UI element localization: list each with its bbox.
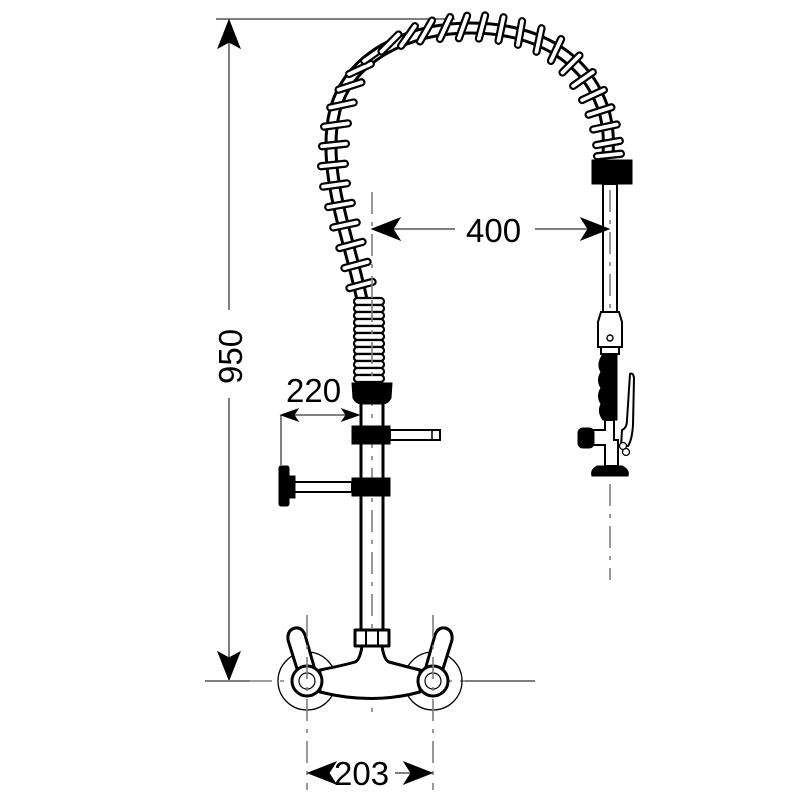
arrow-right-icon [340,408,361,422]
column-riser [278,300,441,720]
upper-bracket-clamp [351,425,391,445]
upper-bracket-arm [389,429,441,441]
left-tap-handle [286,626,317,674]
top-collar [351,382,393,405]
spray-side-knob [577,427,595,449]
arrow-right-icon [402,760,434,786]
height-value: 950 [212,329,249,384]
reach-value: 400 [466,212,521,249]
dimension-400: 400 [370,192,611,300]
mixer-body [277,615,535,790]
lower-wall-arm [292,481,353,493]
spray-nozzle-head [591,465,629,477]
arrow-left-icon [306,760,338,786]
inlet-centers-value: 203 [334,755,389,792]
hex-nut [353,628,391,648]
spray-valve-body [591,419,619,467]
arm-offset-value: 220 [286,372,341,409]
dimension-950: 950 [212,18,455,682]
lower-bracket-clamp [351,477,391,497]
spray-top-block [591,159,633,185]
spray-valve-assembly [577,159,636,580]
arrow-up-icon [217,18,241,50]
arrow-left-icon [279,408,300,422]
spray-grip [598,353,618,421]
corrugated-spring [352,296,386,384]
dimension-220: 220 [279,372,361,466]
wall-plate-boss [286,475,296,499]
arrow-right-icon [579,216,611,242]
spray-collar [597,311,623,348]
arrow-down-icon [217,650,241,682]
arrow-left-icon [370,216,402,242]
spray-handle-lever [619,372,636,447]
spring-coil-hose [316,11,626,302]
dimension-203: 203 [306,755,434,792]
spray-thread [600,346,620,355]
right-tap-handle [423,626,454,674]
